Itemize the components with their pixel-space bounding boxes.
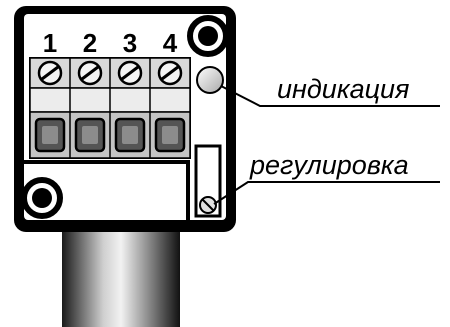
mounting-hole-top-right-inner bbox=[198, 26, 218, 46]
housing-divider bbox=[24, 160, 190, 220]
terminal-contact-face bbox=[82, 126, 98, 144]
terminal-number: 1 bbox=[43, 28, 57, 58]
adjustment-leader-line bbox=[213, 181, 440, 205]
indication-leader-line bbox=[220, 85, 440, 107]
terminal-contact-face bbox=[42, 126, 58, 144]
led-indicator bbox=[196, 66, 224, 94]
terminal-number: 3 bbox=[123, 28, 137, 58]
terminal-1: 1 bbox=[34, 28, 66, 153]
terminal-number: 4 bbox=[163, 28, 178, 58]
terminal-screw-slot bbox=[41, 65, 59, 81]
terminal-4: 4 bbox=[149, 28, 186, 158]
cable bbox=[62, 228, 180, 327]
adjustment-label: регулировка bbox=[249, 150, 409, 180]
terminal-number: 2 bbox=[83, 28, 97, 58]
terminal-2: 2 bbox=[69, 28, 106, 158]
terminal-3: 3 bbox=[109, 28, 146, 158]
terminal-screw-slot bbox=[121, 65, 139, 81]
adjustment-potentiometer bbox=[194, 144, 222, 218]
terminal-contact-face bbox=[162, 126, 178, 144]
indication-label: индикация bbox=[277, 74, 409, 104]
terminal-contact-face bbox=[122, 126, 138, 144]
mounting-hole-bottom-left-inner bbox=[32, 188, 52, 208]
potentiometer-screw-slot bbox=[201, 198, 215, 212]
terminal-screw-slot bbox=[81, 65, 99, 81]
terminal-screw-slot bbox=[161, 65, 179, 81]
